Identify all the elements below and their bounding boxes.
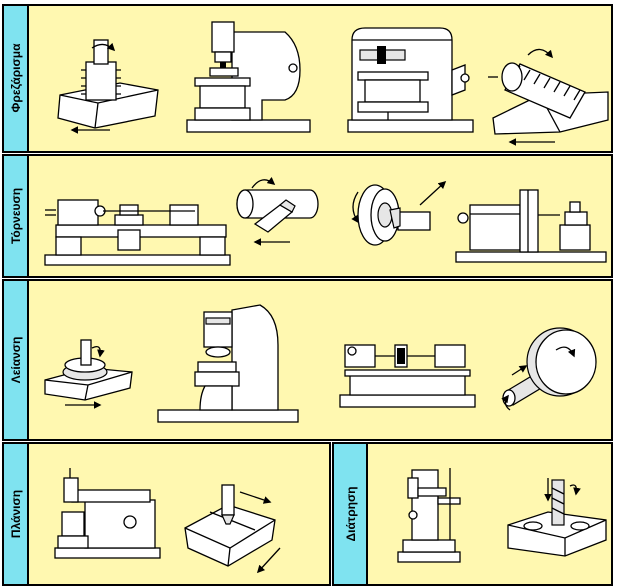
section-planing: Πλάνιση	[3, 443, 330, 585]
cylindrical-grinder-icon	[340, 345, 475, 407]
turning-label: Τόρνευση	[9, 188, 23, 244]
planing-label: Πλάνιση	[9, 490, 23, 538]
drilling-panel	[367, 443, 612, 585]
section-turning: Τόρνευση	[3, 155, 612, 277]
drilling-label: Διάτρηση	[344, 487, 358, 542]
grinding-label: Λείανση	[9, 337, 23, 384]
grinding-panel	[28, 280, 612, 440]
section-drilling: Διάτρηση	[333, 443, 612, 585]
milling-label: Φρεζάρισμα	[9, 43, 23, 113]
section-milling: Φρεζάρισμα	[3, 5, 612, 152]
section-grinding: Λείανση	[3, 280, 612, 440]
